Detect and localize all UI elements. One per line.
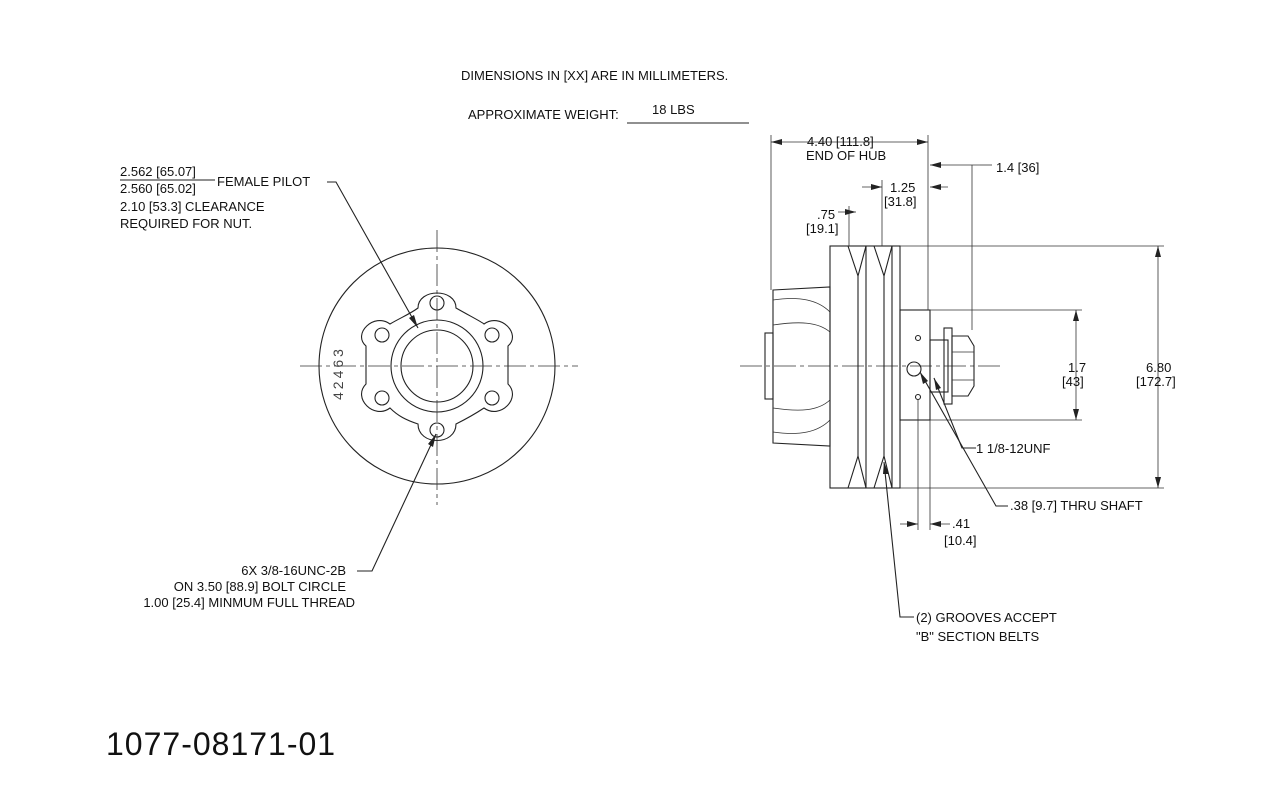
dim-1-25-mm: [31.8] bbox=[884, 194, 917, 209]
dim-41-mm: [10.4] bbox=[944, 533, 977, 548]
hub-fin bbox=[772, 419, 831, 434]
dim-75-mm: [19.1] bbox=[806, 221, 839, 236]
grooves-leader-arrow bbox=[883, 462, 889, 474]
bolt-leader-line bbox=[357, 433, 437, 572]
clearance-line-1: 2.10 [53.3] CLEARANCE bbox=[120, 199, 265, 214]
cross-hole bbox=[906, 361, 922, 377]
pilot-upper-dim: 2.562 [65.07] bbox=[120, 164, 196, 179]
groove-2-left bbox=[873, 245, 885, 489]
bolt-hole bbox=[374, 390, 390, 406]
weight-value: 18 LBS bbox=[652, 102, 695, 117]
bolt-hole bbox=[484, 327, 500, 343]
thru-shaft-arrow bbox=[920, 372, 928, 384]
dim-75-value: .75 bbox=[817, 207, 835, 222]
hub-fin bbox=[772, 298, 831, 313]
dim-1-4: 1.4 [36] bbox=[996, 160, 1039, 175]
weight-label: APPROXIMATE WEIGHT: bbox=[468, 107, 619, 122]
arrow bbox=[1073, 409, 1079, 420]
thread-leader-arrow bbox=[934, 378, 941, 390]
pulley-sheave bbox=[829, 245, 901, 489]
arrow bbox=[907, 521, 918, 527]
arrow bbox=[845, 209, 856, 215]
grooves-leader-line bbox=[883, 461, 914, 618]
arrow bbox=[871, 184, 882, 190]
arrow bbox=[917, 139, 928, 145]
pilot-leader-line bbox=[327, 181, 419, 329]
dimensions-note: DIMENSIONS IN [XX] ARE IN MILLIMETERS. bbox=[461, 68, 728, 83]
pilot-lower-dim: 2.560 [65.02] bbox=[120, 181, 196, 196]
dim-41-value: .41 bbox=[952, 516, 970, 531]
dim-6-80-value: 6.80 bbox=[1146, 360, 1171, 375]
arrow bbox=[1073, 310, 1079, 321]
dim-1-7-mm: [43] bbox=[1062, 374, 1084, 389]
part-number: 1077-08171-01 bbox=[106, 726, 336, 762]
thread-leader-line bbox=[933, 377, 976, 449]
arrow bbox=[930, 184, 941, 190]
arrow bbox=[930, 162, 941, 168]
pin-hole bbox=[914, 393, 922, 401]
hub-fin bbox=[772, 399, 831, 411]
grooves-line-2: "B" SECTION BELTS bbox=[916, 629, 1039, 644]
pin-hole bbox=[914, 334, 922, 342]
arrow bbox=[930, 521, 941, 527]
pilot-label: FEMALE PILOT bbox=[217, 174, 310, 189]
dim-6-80-mm: [172.7] bbox=[1136, 374, 1176, 389]
bolt-leader-arrow bbox=[428, 434, 436, 447]
thru-shaft-spec: .38 [9.7] THRU SHAFT bbox=[1010, 498, 1143, 513]
thru-shaft-leader bbox=[919, 371, 1008, 507]
front-view: 42463 bbox=[300, 230, 578, 505]
arrow bbox=[1155, 246, 1161, 257]
bolt-spec-line-1: 6X 3/8-16UNC-2B bbox=[241, 563, 346, 578]
groove-1-left bbox=[847, 245, 859, 489]
groove-1-right-top bbox=[857, 245, 867, 277]
bolt-spec-line-2: ON 3.50 [88.9] BOLT CIRCLE bbox=[174, 579, 347, 594]
bolt-hole bbox=[484, 390, 500, 406]
stamp-number: 42463 bbox=[330, 346, 346, 400]
dim-1-25-value: 1.25 bbox=[890, 180, 915, 195]
bolt-spec-line-3: 1.00 [25.4] MINMUM FULL THREAD bbox=[143, 595, 355, 610]
shaft-stub bbox=[929, 339, 949, 393]
hub-body bbox=[772, 286, 831, 447]
thread-spec: 1 1/8-12UNF bbox=[976, 441, 1050, 456]
grooves-line-1: (2) GROOVES ACCEPT bbox=[916, 610, 1057, 625]
bolt-hole bbox=[374, 327, 390, 343]
groove-2-right-top bbox=[883, 245, 893, 277]
dim-1-7-value: 1.7 bbox=[1068, 360, 1086, 375]
hex-nut bbox=[951, 335, 975, 397]
arrow bbox=[771, 139, 782, 145]
shaft-flange bbox=[899, 309, 931, 421]
arrow bbox=[1155, 477, 1161, 488]
hub-label: END OF HUB bbox=[806, 148, 886, 163]
clearance-line-2: REQUIRED FOR NUT. bbox=[120, 216, 252, 231]
side-view bbox=[740, 245, 1000, 489]
hub-dim: 4.40 [111.8] bbox=[807, 134, 874, 149]
pilot-leader-arrow bbox=[409, 315, 418, 328]
hub-flange-outline bbox=[360, 292, 514, 442]
groove-1-right-bottom bbox=[857, 455, 867, 489]
hub-fin bbox=[772, 322, 831, 333]
